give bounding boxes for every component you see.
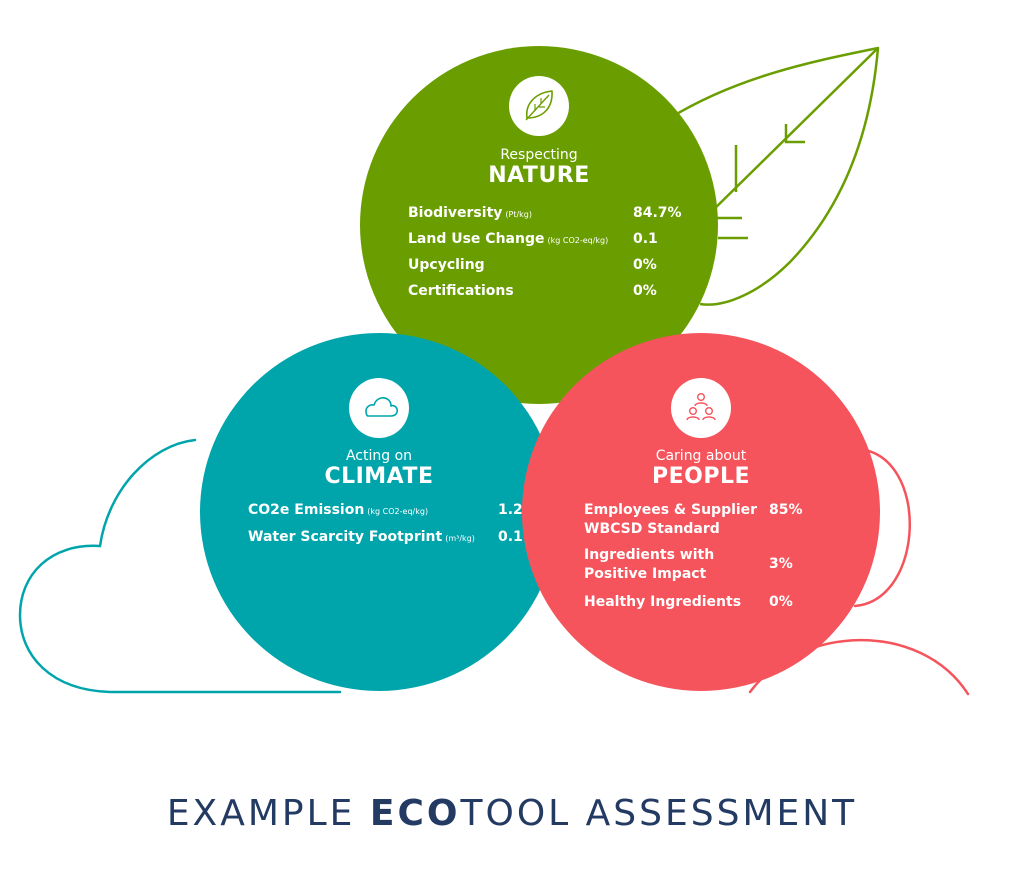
nature-title: NATURE [488, 163, 590, 188]
people-metric-value: 3% [769, 556, 793, 572]
climate-icon-badge [349, 378, 409, 438]
people-network-icon [686, 392, 716, 421]
climate-title: CLIMATE [324, 464, 434, 489]
nature-metric-value: 0% [633, 257, 657, 273]
leaf-vein-decoration [704, 47, 879, 219]
nature-metric-value: 0.1 [633, 231, 658, 247]
nature-metric-value: 84.7% [633, 205, 682, 221]
climate-metric-label: Water Scarcity Footprint(m³/kg) [248, 529, 475, 545]
climate-metric-value: 0.1 [498, 529, 523, 545]
leaf-outline-decoration [669, 46, 880, 306]
leaf-icon [525, 90, 553, 121]
climate-heading: Acting on CLIMATE [200, 447, 558, 489]
people-metric-label: Healthy Ingredients [584, 594, 742, 610]
nature-metric-label: Land Use Change(kg CO2-eq/kg) [408, 231, 609, 247]
climate-metric-label: CO2e Emission(kg CO2-eq/kg) [248, 502, 429, 518]
people-metric-value: 0% [769, 594, 793, 610]
footer-title: EXAMPLE ECOTOOL ASSESSMENT [166, 793, 858, 834]
cloud-outline-decoration [18, 438, 342, 694]
nature-icon-badge [509, 76, 569, 136]
people-arc-upper-decoration [853, 447, 911, 608]
nature-subtitle: Respecting [500, 147, 578, 163]
leaf-branch-decoration [705, 124, 805, 240]
nature-heading: Respecting NATURE [360, 146, 718, 188]
cloud-icon [365, 397, 399, 417]
climate-circle: Acting on CLIMATE CO2e Emission(kg CO2-e… [200, 333, 558, 691]
people-subtitle: Caring about [655, 448, 747, 464]
people-metric-label: Ingredients with Positive Impact [584, 547, 715, 582]
people-metric-label: Employees & Supplier WBCSD Standard [584, 502, 758, 537]
people-icon-badge [671, 378, 731, 438]
nature-metric-label: Upcycling [408, 257, 485, 273]
climate-metric-value: 1.2 [498, 502, 523, 518]
people-heading: Caring about PEOPLE [522, 447, 880, 489]
people-title: PEOPLE [651, 464, 751, 489]
nature-metric-label: Certifications [408, 283, 514, 299]
nature-metric-value: 0% [633, 283, 657, 299]
nature-metric-label: Biodiversity(Pt/kg) [408, 205, 532, 221]
people-metric-value: 85% [769, 502, 803, 518]
climate-subtitle: Acting on [345, 448, 413, 464]
people-circle: Caring about PEOPLE Employees & Supplier… [522, 333, 880, 691]
